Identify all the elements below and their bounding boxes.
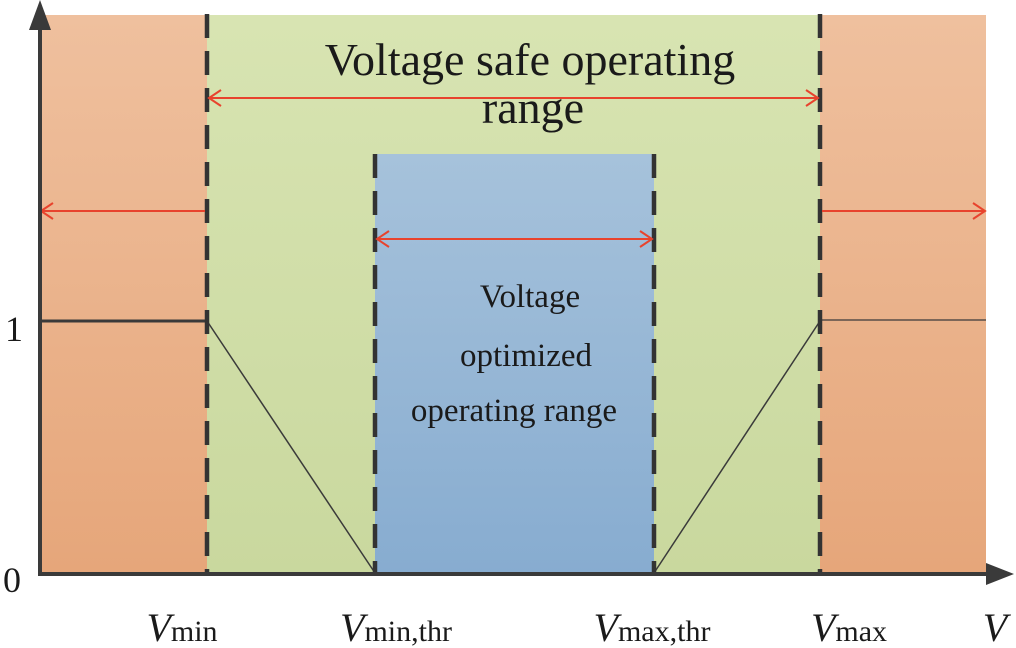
unsafe-region-right <box>820 15 986 574</box>
unsafe-region-left <box>40 15 207 574</box>
optimized-operating-region <box>375 154 654 574</box>
y-tick-1: 1 <box>5 309 23 349</box>
x-label-vminthr: Vmin,thr <box>340 605 452 648</box>
value-curve <box>40 319 986 574</box>
safe-range-label-line2: range <box>482 82 584 133</box>
safe-range-label-line1: Voltage safe operating <box>325 34 735 85</box>
y-tick-0: 0 <box>3 560 21 600</box>
dashed-boundaries <box>204 14 823 574</box>
x-label-vmax: Vmax <box>811 605 887 648</box>
x-axis-arrowhead <box>986 563 1014 585</box>
optimized-label-line3: operating range <box>411 393 617 429</box>
safe-range-arrow <box>207 89 820 107</box>
right-unsafe-arrow <box>822 202 987 220</box>
curve-left-slope <box>206 320 376 574</box>
axes <box>29 0 1014 585</box>
x-label-vmin: Vmin <box>146 605 217 648</box>
x-label-vmaxthr: Vmax,thr <box>594 605 711 648</box>
range-arrows <box>39 89 987 248</box>
y-axis-arrowhead <box>29 0 51 30</box>
curve-right-slope <box>653 320 821 574</box>
x-axis-label: V <box>983 605 1012 648</box>
optimized-label-line2: optimized <box>460 338 592 374</box>
optimized-range-arrow <box>375 230 654 248</box>
optimized-label-line1: Voltage <box>480 279 580 315</box>
